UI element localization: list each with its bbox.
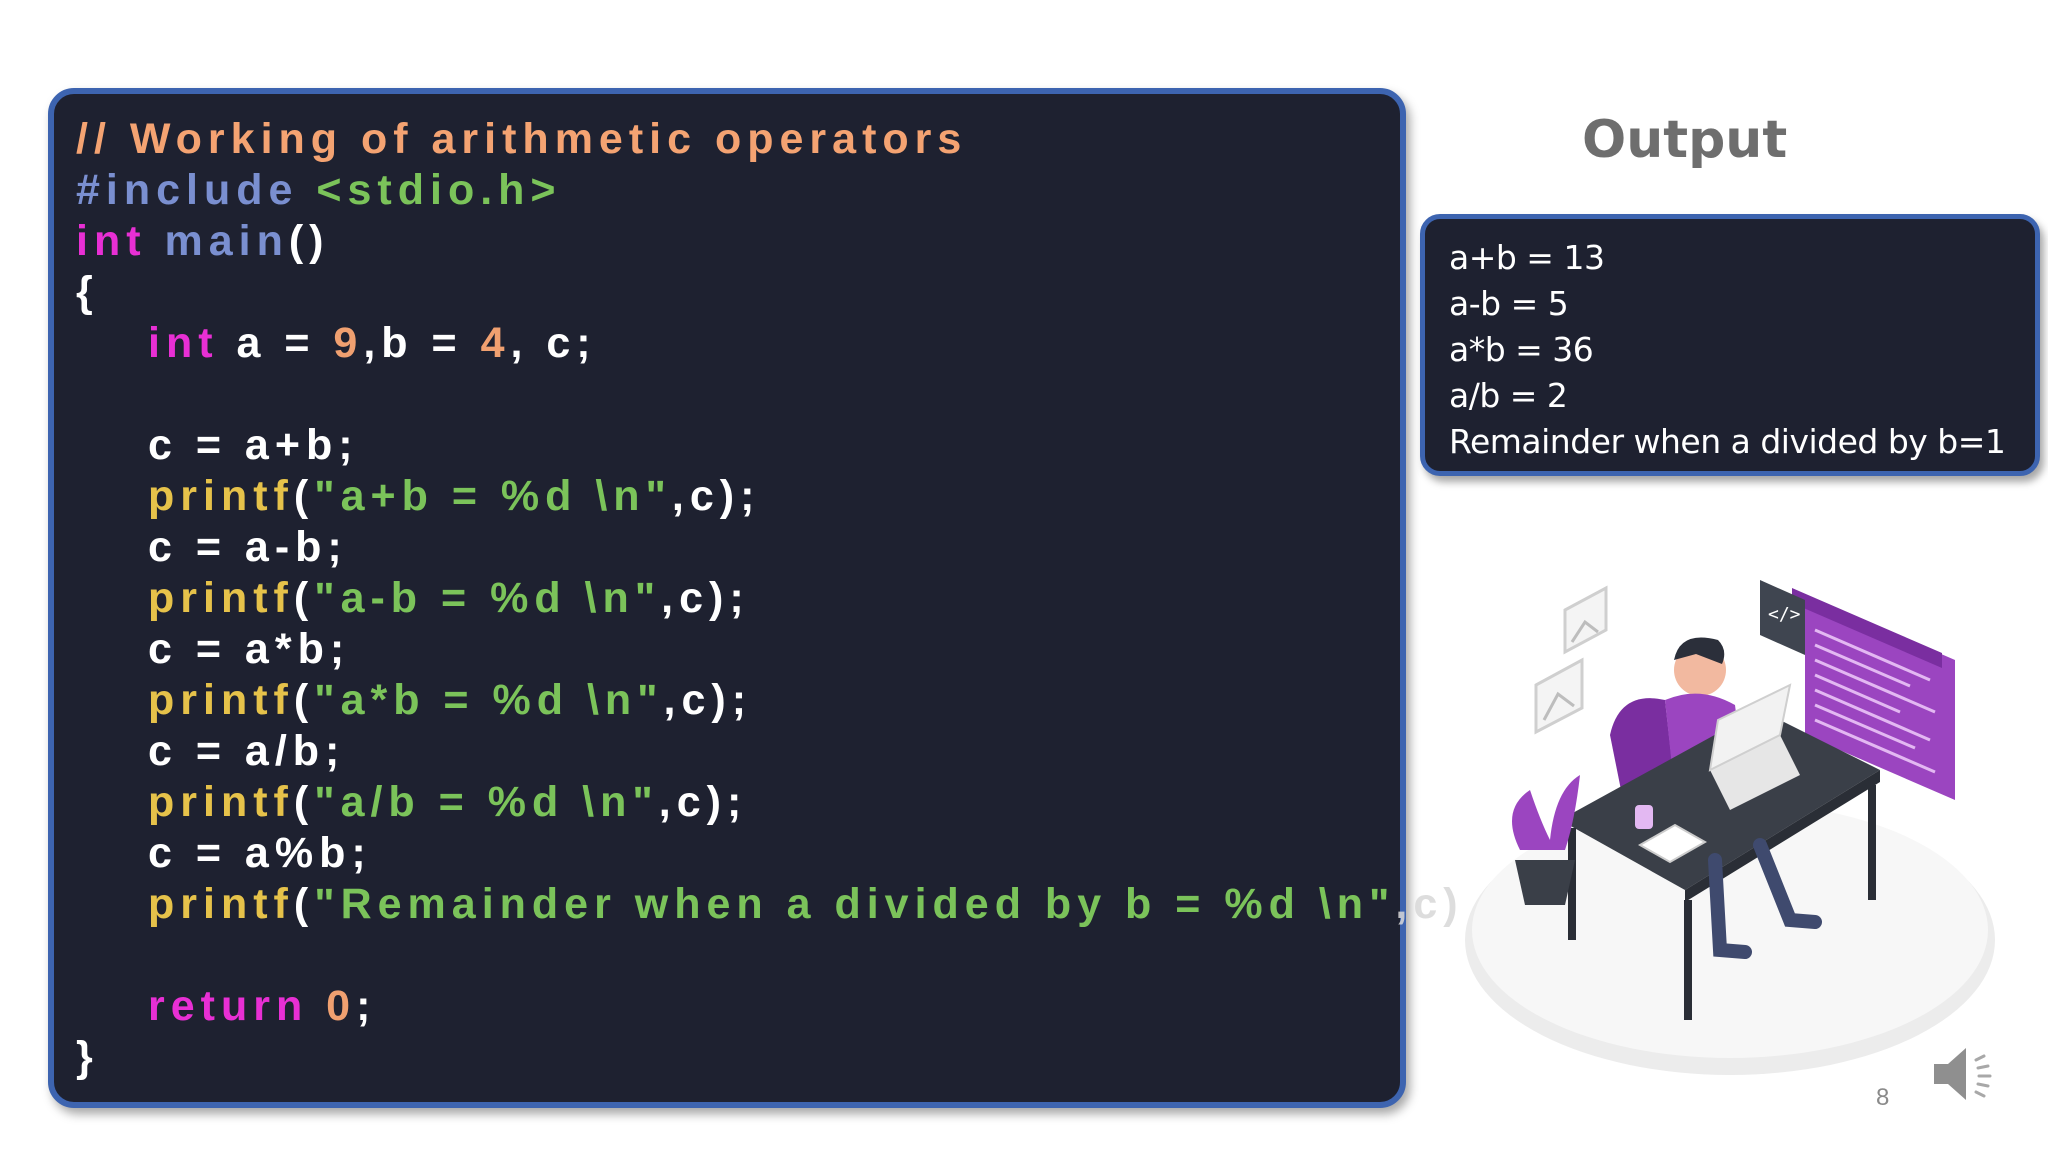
- svg-text:</>: </>: [1768, 604, 1801, 625]
- code-text: , c;: [510, 319, 597, 367]
- code-text: c = a/b;: [148, 727, 346, 775]
- string-literal: "a*b = %d \n": [314, 676, 664, 724]
- developer-at-desk-illustration: </>: [1465, 580, 1995, 1075]
- code-text: ,c);: [671, 472, 761, 520]
- code-text: (: [293, 676, 315, 724]
- string-literal: "Remainder when a divided by b = %d \n": [314, 880, 1396, 928]
- output-panel: a+b = 13 a-b = 5 a*b = 36 a/b = 2 Remain…: [1420, 214, 2040, 476]
- code-line-mul: c = a*b;: [148, 624, 350, 675]
- code-line-close-brace: }: [76, 1032, 99, 1083]
- function-name: printf: [148, 472, 294, 520]
- code-text: ;: [356, 982, 377, 1030]
- include-directive: #include: [76, 166, 299, 214]
- function-name: main: [146, 217, 289, 265]
- output-line: a+b = 13: [1449, 238, 1605, 277]
- code-line-sub: c = a-b;: [148, 522, 348, 573]
- keyword: return: [148, 982, 309, 1030]
- code-text: c = a*b;: [148, 625, 351, 673]
- include-header: <stdio.h>: [298, 166, 562, 214]
- page-number: 8: [1876, 1084, 1890, 1111]
- code-line-open-brace: {: [76, 267, 99, 318]
- speaker-icon[interactable]: [1926, 1034, 2006, 1114]
- function-name: printf: [148, 676, 294, 724]
- code-text: (: [293, 880, 315, 928]
- code-text: (: [293, 574, 315, 622]
- output-line: Remainder when a divided by b=1: [1449, 422, 2006, 461]
- code-text: (: [293, 778, 315, 826]
- code-text: c = a%b;: [148, 829, 372, 877]
- code-line-add: c = a+b;: [148, 420, 359, 471]
- code-comment: // Working of arithmetic operators: [76, 115, 968, 163]
- code-text: c = a-b;: [148, 523, 348, 571]
- code-line-printf-add: printf("a+b = %d \n",c);: [148, 471, 760, 522]
- function-name: printf: [148, 778, 294, 826]
- code-text: }: [76, 1033, 99, 1081]
- keyword: int: [148, 319, 219, 367]
- code-line-comment: // Working of arithmetic operators: [76, 114, 967, 165]
- function-name: printf: [148, 574, 294, 622]
- code-line-printf-sub: printf("a-b = %d \n",c);: [148, 573, 750, 624]
- code-line-main: int main(): [76, 216, 330, 267]
- code-text: ,c);: [658, 778, 748, 826]
- code-line-declaration: int a = 9,b = 4, c;: [148, 318, 597, 369]
- code-text: a =: [218, 319, 334, 367]
- code-line-printf-mod: printf("Remainder when a divided by b = …: [148, 879, 1464, 930]
- string-literal: "a-b = %d \n": [314, 574, 662, 622]
- keyword: int: [76, 217, 147, 265]
- string-literal: "a/b = %d \n": [314, 778, 659, 826]
- code-text-overflow: ,c): [1395, 880, 1464, 928]
- string-literal: "a+b = %d \n": [314, 472, 672, 520]
- code-line-div: c = a/b;: [148, 726, 345, 777]
- code-line-include: #include <stdio.h>: [76, 165, 562, 216]
- function-name: printf: [148, 880, 294, 928]
- number-literal: 0: [308, 982, 357, 1030]
- output-line: a*b = 36: [1449, 330, 1594, 369]
- code-line-printf-mul: printf("a*b = %d \n",c);: [148, 675, 752, 726]
- output-title: Output: [1582, 110, 1788, 170]
- number-literal: 9: [333, 319, 364, 367]
- code-line-return: return 0;: [148, 981, 376, 1032]
- code-line-mod: c = a%b;: [148, 828, 372, 879]
- output-line: a/b = 2: [1449, 376, 1568, 415]
- code-text: c = a+b;: [148, 421, 359, 469]
- code-text: ,b =: [363, 319, 481, 367]
- code-text: {: [76, 268, 99, 316]
- code-text: ,c);: [661, 574, 750, 622]
- code-line-printf-div: printf("a/b = %d \n",c);: [148, 777, 747, 828]
- code-text: (): [288, 217, 330, 265]
- code-text: ,c);: [663, 676, 753, 724]
- output-line: a-b = 5: [1449, 284, 1569, 323]
- number-literal: 4: [480, 319, 511, 367]
- code-text: (: [293, 472, 315, 520]
- code-panel: // Working of arithmetic operators #incl…: [48, 88, 1458, 1108]
